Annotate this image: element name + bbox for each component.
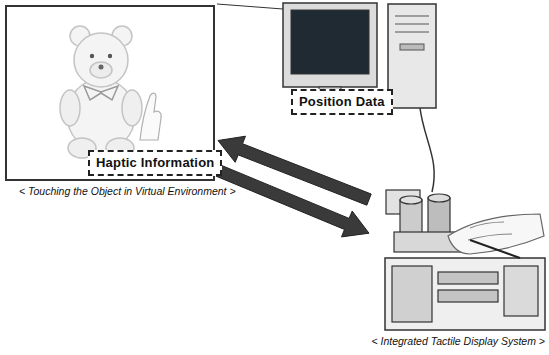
computer [283, 3, 436, 192]
tactile-device [385, 190, 545, 330]
flow-arrow [218, 136, 371, 205]
caption: < Touching the Object in Virtual Environ… [19, 185, 236, 198]
label-box: Position Data [291, 89, 393, 115]
box-label: Haptic Information [96, 155, 214, 171]
image-frame: < Touching the Object in Virtual Environ… [5, 5, 215, 181]
device-area: < Integrated Tactile Display System > [372, 190, 547, 350]
flow-arrow [216, 165, 369, 237]
box-label: Position Data [299, 94, 385, 110]
caption: < Integrated Tactile Display System > [371, 335, 545, 348]
label-box: Haptic Information [88, 150, 222, 176]
teddy-bear [60, 26, 142, 158]
